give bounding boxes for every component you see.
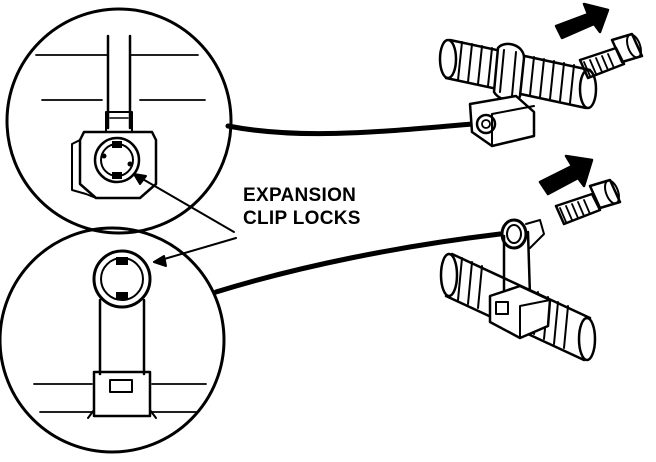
- bottom-detail-circle: [0, 226, 226, 454]
- leader-lines: [213, 121, 503, 295]
- screw-icon: [578, 32, 644, 80]
- expansion-clip-locks-label: EXPANSION CLIP LOCKS: [243, 184, 393, 230]
- top-detail-circle: [5, 7, 233, 235]
- screw-icon: [554, 178, 622, 226]
- arrow-right-icon: [538, 154, 594, 196]
- top-hose-assembly: [438, 38, 598, 148]
- callout-pointers: [133, 173, 237, 267]
- arrow-right-icon: [554, 2, 610, 40]
- bottom-hose-assembly: [439, 218, 597, 362]
- callout-line-2: CLIP LOCKS: [243, 208, 361, 229]
- callout-line-1: EXPANSION: [243, 185, 357, 206]
